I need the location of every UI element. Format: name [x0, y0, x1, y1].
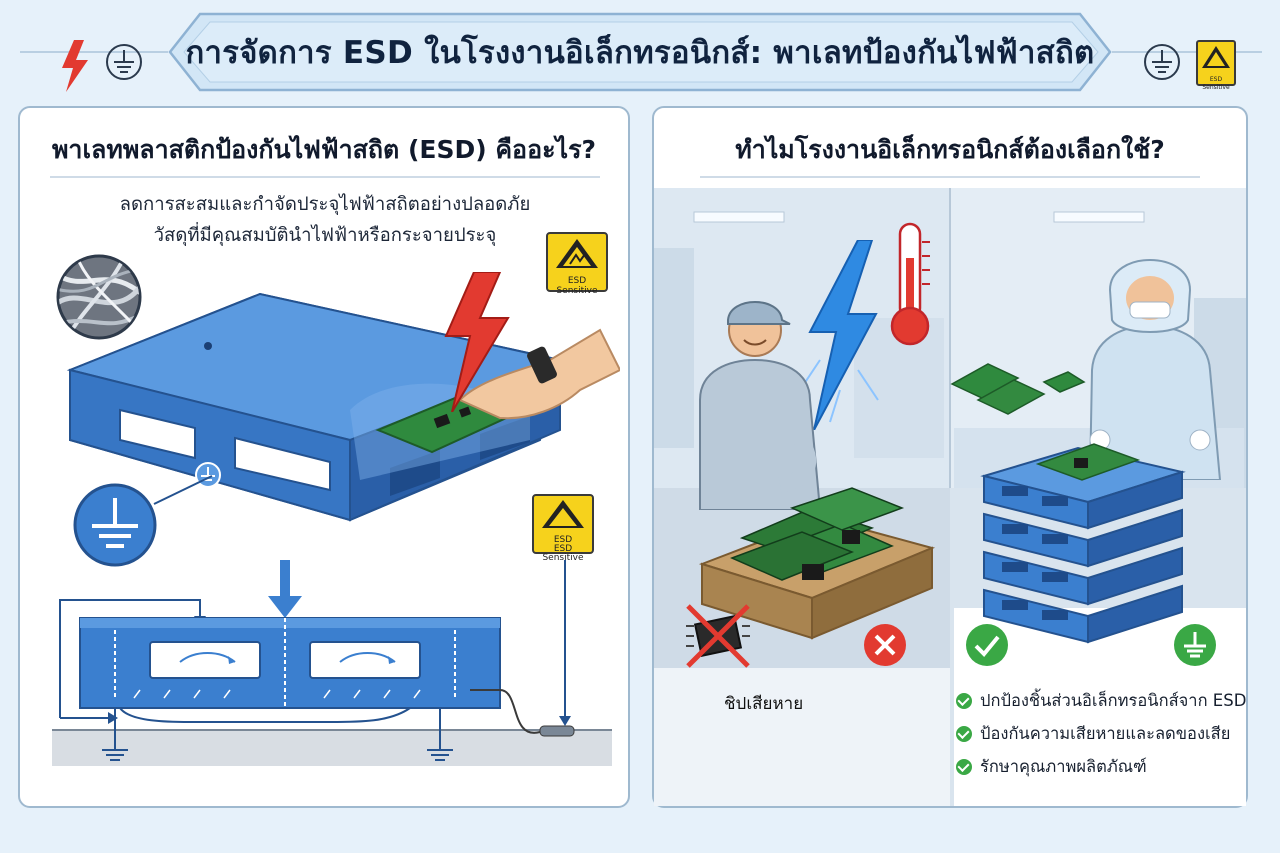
ground-icon [1144, 44, 1180, 80]
fiber-closeup-icon [56, 254, 142, 340]
left-title-divider [50, 176, 600, 178]
benefit-item: ป้องกันความเสียหายและลดของเสีย [956, 721, 1230, 747]
left-panel-title: พาเลทพลาสติกป้องกันไฟฟ้าสถิต (ESD) คืออะ… [51, 135, 597, 164]
ground-symbol-icon [73, 483, 157, 567]
worker-right-illustration [1088, 259, 1222, 480]
check-icon [956, 726, 972, 742]
bottom-band [0, 820, 1280, 853]
lightning-icon [444, 272, 510, 412]
esd-sign-2-label: ESD Sensitive [542, 544, 584, 563]
lightning-icon [62, 40, 88, 92]
benefit-item: รักษาคุณภาพผลิตภัณฑ์ [956, 754, 1147, 780]
esd-pallet-illustration [66, 292, 620, 522]
page-title: การจัดการ ESD ในโรงงานอิเล็กทรอนิกส์: พา… [185, 35, 1095, 71]
left-subtext-2: วัสดุที่มีคุณสมบัตินำไฟฟ้าหรือกระจายประจ… [153, 225, 497, 246]
broken-chip-icon [686, 604, 750, 668]
right-panel-title: ทำไมโรงงานอิเล็กทรอนิกส์ต้องเลือกใช้? [735, 135, 1165, 164]
damaged-pcb-pile [698, 487, 936, 640]
left-subtext-1: ลดการสะสมและกำจัดประจุไฟฟ้าสถิตอย่างปลอด… [119, 194, 531, 215]
pallet-cross-section [52, 560, 612, 766]
esd-warning-icon: ESD ESD Sensitive [532, 494, 594, 563]
esd-warning-icon: ESD Sensitive [1196, 40, 1236, 91]
esd-sign-label: ESD Sensitive [1202, 76, 1230, 91]
right-title-divider [700, 176, 1200, 178]
thermometer-icon [890, 222, 930, 346]
esd-warning-icon: ESD Sensitive [546, 232, 608, 296]
worker-left-illustration [699, 301, 822, 510]
benefit-item: ปกป้องชิ้นส่วนอิเล็กทรอนิกส์จาก ESD [956, 688, 1246, 714]
cross-icon [864, 624, 906, 666]
ground-icon [106, 44, 142, 80]
ground-connector-line [153, 475, 213, 505]
check-icon [956, 759, 972, 775]
header-band [0, 0, 1280, 100]
bad-caption: ชิปเสียหาย [724, 694, 804, 714]
benefit-text: รักษาคุณภาพผลิตภัณฑ์ [980, 757, 1147, 776]
ground-icon [1174, 624, 1216, 666]
benefit-text: ป้องกันความเสียหายและลดของเสีย [980, 724, 1231, 743]
pcb-boards-on-bench [950, 363, 1086, 415]
check-icon [956, 693, 972, 709]
esd-pallet-stack [980, 443, 1186, 644]
esd-sign-1-label: ESD Sensitive [556, 276, 598, 296]
esd-sign-2-top: ESD [553, 535, 573, 545]
check-icon [966, 624, 1008, 666]
benefit-text: ปกป้องชิ้นส่วนอิเล็กทรอนิกส์จาก ESD [980, 691, 1247, 710]
